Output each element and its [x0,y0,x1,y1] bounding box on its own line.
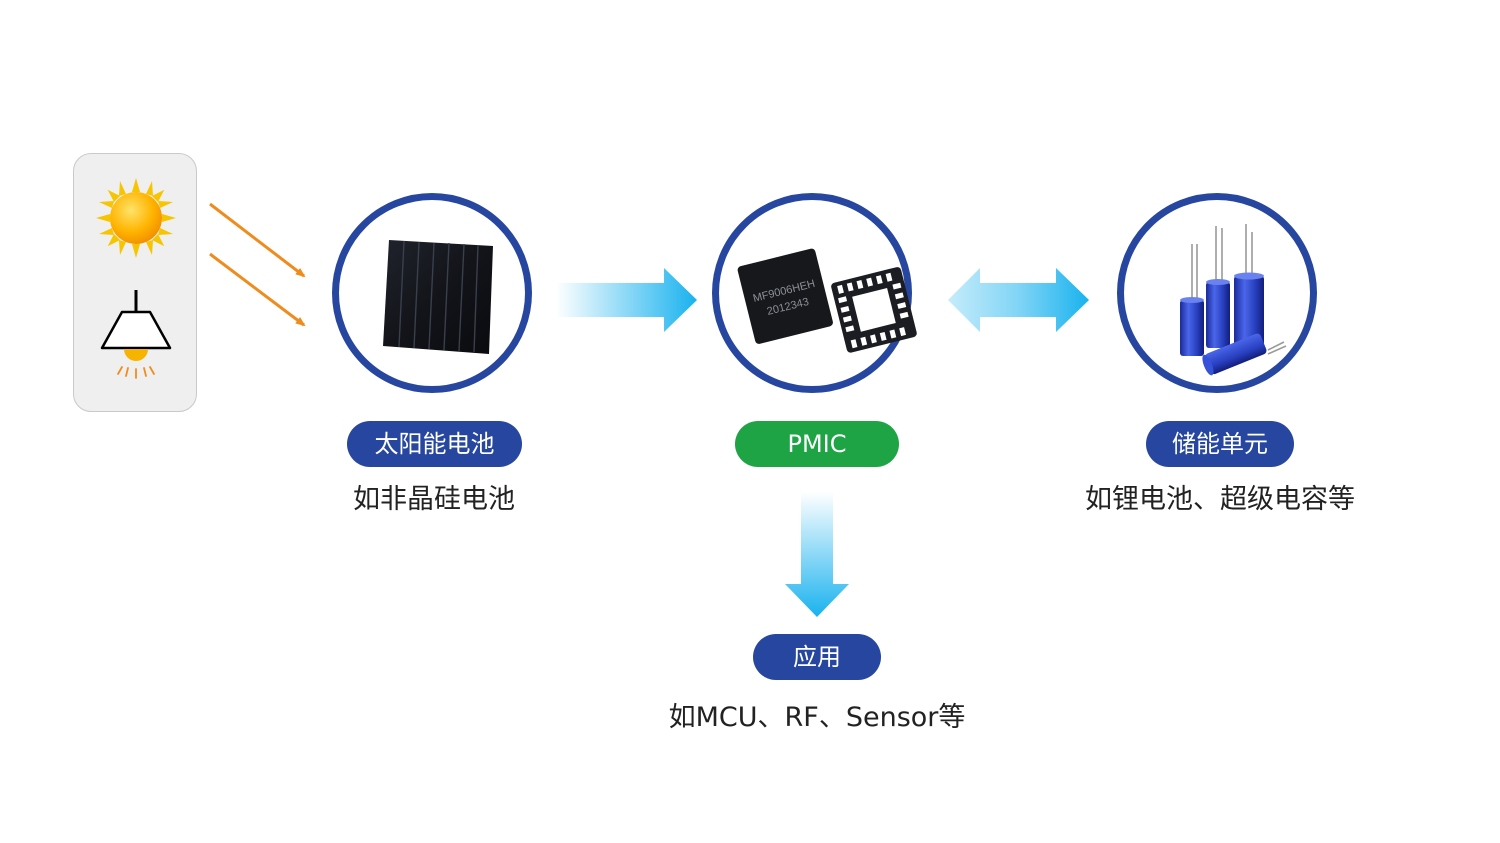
light-source-panel [73,153,197,412]
light-ray [209,252,306,327]
storage-circle [1117,193,1317,393]
storage-caption: 如锂电池、超级电容等 [1085,484,1355,515]
solar-cell-caption: 如非晶硅电池 [353,484,515,515]
arrow-solar-to-pmic [556,268,697,332]
solar-cell-circle [332,193,532,393]
pmic-label: PMIC [735,421,899,467]
sun-icon [96,178,176,258]
application-label: 应用 [753,634,881,680]
arrow-pmic-to-application [785,492,849,617]
pmic-chip-image: MF9006HEH 2012343 [737,248,917,353]
application-caption: 如MCU、RF、Sensor等 [668,702,966,733]
solar-panel-image [383,240,493,354]
pmic-circle: MF9006HEH 2012343 [712,193,917,393]
lamp-icon [100,290,172,379]
storage-label: 储能单元 [1146,421,1294,467]
supercapacitor-image [1180,224,1287,376]
solar-cell-label: 太阳能电池 [347,421,522,467]
arrow-pmic-storage-bidirectional [948,268,1089,332]
light-ray [209,202,306,278]
